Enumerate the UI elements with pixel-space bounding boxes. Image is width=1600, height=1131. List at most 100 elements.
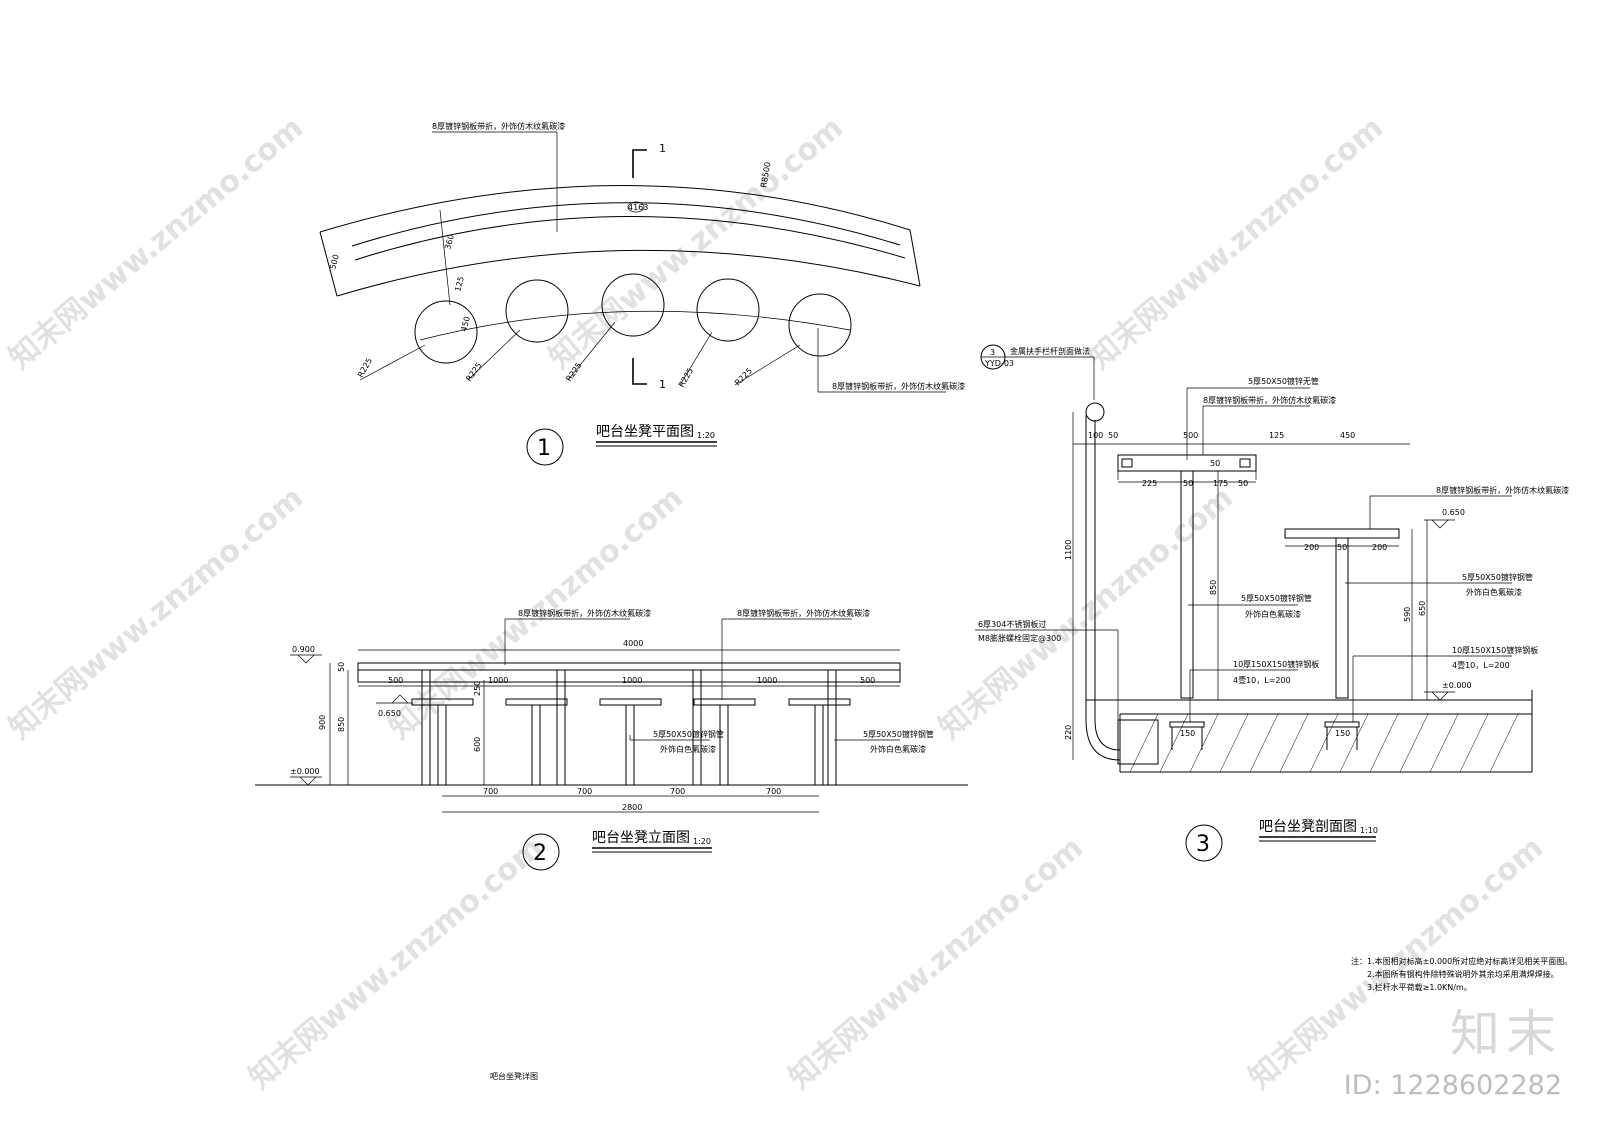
sec-title: 吧台坐凳剖面图 [1259,819,1357,835]
seat-radius-label: R225 [464,361,483,383]
counter-end-right [909,229,921,287]
sec-elev-stool: 0.650 [1442,508,1465,517]
elev-height-900: 900 [318,715,327,730]
sec-sub-dim: 225 [1142,479,1157,488]
seat-circle [788,293,852,357]
elev-leg-note: 外饰白色氟碳漆 [660,744,716,754]
stool-leg [814,704,824,786]
brand-id: ID: 1228602282 [1343,1070,1562,1101]
inner-dim: 360 [443,233,456,250]
brand-logo: 知末 [1450,1005,1562,1063]
plan-title-number: 1 [537,436,551,461]
seat-dim: 450 [459,315,472,332]
section-marker-top [632,149,647,178]
counter-inner-edge [336,249,921,297]
counter-edge [1121,458,1133,468]
counter-top-inner [354,216,906,261]
stool-post [1335,537,1349,699]
sec-stool-dim: 50 [1337,543,1347,552]
elev-height-850: 850 [337,717,346,732]
section-mark-label: 1 [659,142,666,155]
section-marker-bottom [632,358,647,385]
sec-top-dim: 450 [1340,431,1355,440]
sec-height-1100: 1100 [1064,540,1073,560]
stool-seat [693,698,756,706]
plan-view: 1 1 R225 R225 R225 R225 R225 4163 R8500 [319,121,965,466]
railing-post-inner [1094,420,1121,751]
elev-callout-seat: 8厚镀锌钢板带折，外饰仿木纹氟碳漆 [737,608,870,618]
sec-pipe-note: 外饰白色氟碳漆 [1245,609,1301,619]
elev-seat-label: 0.650 [378,709,401,718]
elev-mark [1424,691,1455,701]
radius-leader [734,344,801,386]
title-number-circle [526,428,564,466]
elev-seat-total: 2800 [622,803,642,812]
ref-sheet: YYD-03 [984,359,1014,368]
base-plate-width: 150 [1335,729,1350,738]
sec-sub-dim: 50 [1238,479,1248,488]
elev-height-250: 250 [473,681,482,696]
elev-mark [290,654,322,664]
elev-seat-dim: 700 [483,787,498,796]
arc-dim-mark [627,201,645,213]
sec-height-650: 650 [1418,601,1427,616]
railing-post [1085,415,1121,761]
seat-radius-label: R225 [677,366,695,389]
note-line: 注：1.本图相对标高±0.000所对应绝对标高详见相关平面图。 [1351,956,1572,966]
radius-leader [467,329,521,381]
radius-leader [679,331,713,386]
sec-top-dim: 50 [1108,431,1118,440]
elevation-view: 4000 500 1000 1000 1000 500 700 700 700 … [255,608,968,871]
seat-circle [505,279,569,343]
note-line: 2.本图所有钢构件除特殊说明外其余均采用满焊焊接。 [1367,969,1559,979]
elev-seat-dim: 700 [766,787,781,796]
sec-rail-note: M8膨胀螺栓固定@300 [978,633,1061,643]
sec-sub-dim: 175 [1213,479,1228,488]
watermark: 知末网www.znzmo.com [1083,110,1390,376]
sec-title-number: 3 [1196,832,1210,857]
sec-top-dim: 500 [1183,431,1198,440]
seat-circle [414,300,478,364]
elev-mark [376,694,412,704]
elev-callout-top: 8厚镀锌钢板带折，外饰仿木纹氟碳漆 [518,608,651,618]
counter-top-edge [351,202,901,247]
ref-number: 3 [990,348,995,357]
elev-seg-dim: 500 [388,676,403,685]
counter-end-left [319,231,338,297]
base-plate [1169,721,1205,728]
sec-top-dim: 100 [1088,431,1103,440]
base-plate [1324,721,1360,728]
stool-leg [531,704,541,786]
watermark: 知末网www.znzmo.com [783,830,1090,1096]
elev-height-50: 50 [337,662,346,672]
sec-stool-dim: 200 [1372,543,1387,552]
stool-seat [599,698,662,706]
elev-leg-note: 外饰白色氟碳漆 [870,744,926,754]
elev-seg-dim: 1000 [488,676,508,685]
title-number-circle [1185,824,1223,862]
plan-title: 吧台坐凳平面图 [596,424,694,440]
elev-leg-note: 5厚50X50镀锌钢管 [863,729,934,739]
watermark: 知末网www.znzmo.com [3,480,310,746]
notes-block: 注：1.本图相对标高±0.000所对应绝对标高详见相关平面图。 2.本图所有钢构… [1351,956,1572,992]
seat-circle [696,278,760,342]
sec-stool-dim: 200 [1304,543,1319,552]
counter-post [1180,470,1194,699]
elev-title: 吧台坐凳立面图 [592,830,690,846]
ref-text: 金属扶手栏杆剖面做法 [1010,346,1090,356]
watermark: 知末网www.znzmo.com [543,110,850,376]
counter-fascia [357,669,901,683]
sec-pipe-note: 5厚50X50镀锌钢管 [1462,572,1533,582]
counter-leg [556,669,566,786]
counter-leg [421,669,431,786]
elev-seg-dim: 1000 [757,676,777,685]
sec-rail-note: 6厚304不锈钢板过 [978,619,1046,629]
counter-leg [692,669,702,786]
section-mark-label: 1 [659,378,666,391]
sec-elev-zero: ±0.000 [1442,681,1472,690]
elev-seg-dim: 1000 [622,676,642,685]
arc-length-dim: 4163 [628,203,648,212]
elev-seg-dim: 500 [860,676,875,685]
elev-seat-dim: 700 [577,787,592,796]
